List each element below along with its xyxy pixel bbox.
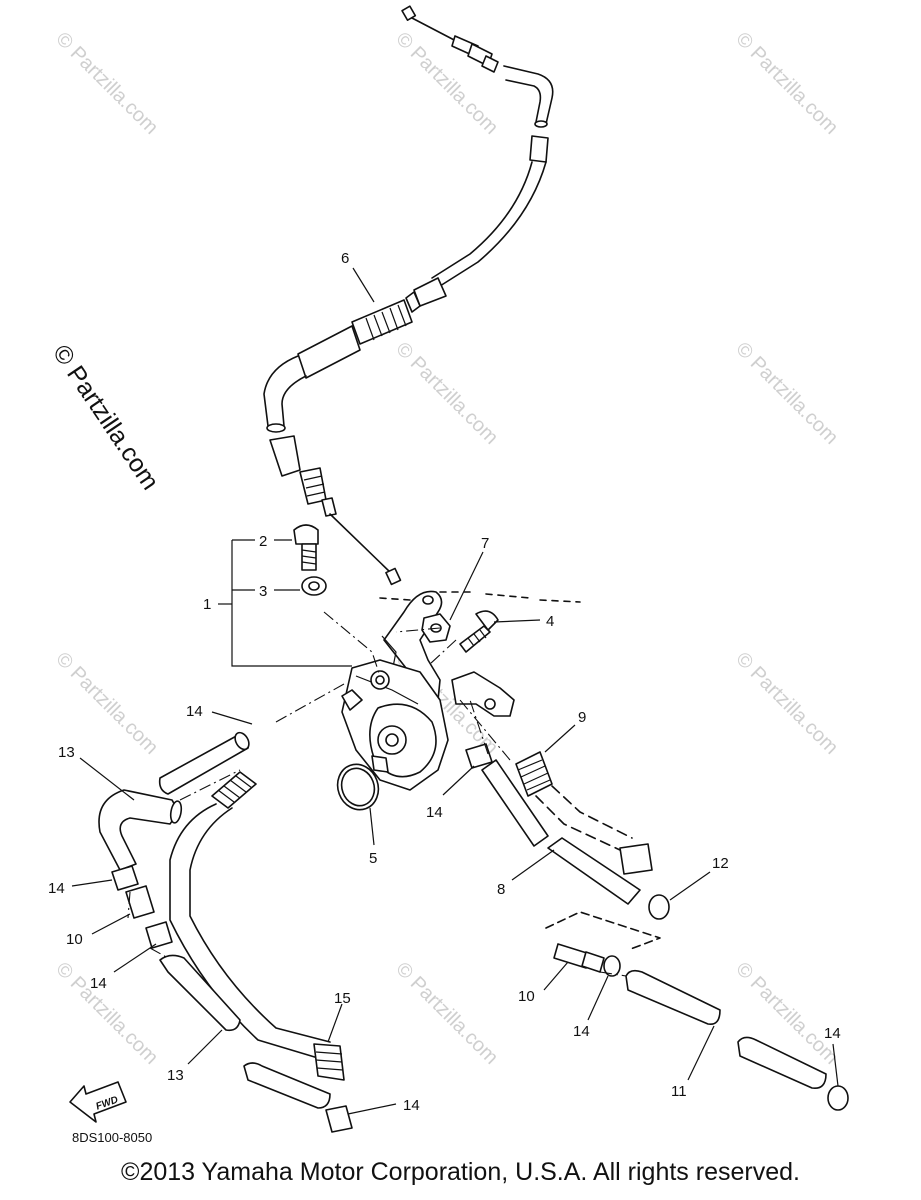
callout-14: 14 bbox=[186, 703, 203, 720]
watermark: © Partzilla.com bbox=[731, 648, 842, 759]
fuel-pump-assembly bbox=[341, 590, 581, 791]
watermark: © Partzilla.com bbox=[391, 338, 502, 449]
callout-6: 6 bbox=[341, 250, 349, 267]
callout-3: 3 bbox=[259, 583, 267, 600]
callout-2: 2 bbox=[259, 533, 267, 550]
leader-lines bbox=[71, 267, 839, 1115]
copyright-notice: ©2013 Yamaha Motor Corporation, U.S.A. A… bbox=[121, 1158, 800, 1186]
part-3-washer bbox=[301, 576, 327, 596]
watermark: © Partzilla.com bbox=[391, 28, 502, 139]
watermark: © Partzilla.com bbox=[391, 958, 502, 1069]
callout-1: 1 bbox=[203, 596, 211, 613]
watermark: © Partzilla.com bbox=[731, 28, 842, 139]
watermark: © Partzilla.com bbox=[51, 28, 162, 139]
watermark: © Partzilla.com bbox=[51, 958, 162, 1069]
part-5-o-ring bbox=[336, 763, 380, 811]
center-lines bbox=[127, 611, 627, 977]
callout-labels: 1 2 3 4 5 6 7 8 9 10 10 11 12 13 13 14 1… bbox=[48, 250, 841, 1114]
callout-15: 15 bbox=[334, 990, 351, 1007]
part-2-bolt bbox=[293, 524, 319, 571]
callout-9: 9 bbox=[578, 709, 586, 726]
callout-4: 4 bbox=[546, 613, 554, 630]
callout-14: 14 bbox=[48, 880, 65, 897]
callout-11: 11 bbox=[671, 1083, 687, 1100]
callout-7: 7 bbox=[481, 535, 489, 552]
watermark-large: © Partzilla.com bbox=[47, 340, 164, 495]
fwd-arrow: FWD bbox=[69, 1081, 127, 1123]
callout-14: 14 bbox=[90, 975, 107, 992]
part-code: 8DS100-8050 bbox=[72, 1130, 152, 1145]
watermark: © Partzilla.com bbox=[51, 648, 162, 759]
throttle-cable bbox=[263, 5, 554, 586]
part-4-screw bbox=[459, 610, 499, 653]
callout-12: 12 bbox=[712, 855, 729, 872]
hoses-right bbox=[465, 743, 849, 1111]
callout-5: 5 bbox=[369, 850, 377, 867]
hoses-left bbox=[98, 731, 353, 1133]
callout-14: 14 bbox=[824, 1025, 841, 1042]
callout-14: 14 bbox=[426, 804, 443, 821]
callout-14: 14 bbox=[573, 1023, 590, 1040]
callout-10: 10 bbox=[518, 988, 535, 1005]
callout-10: 10 bbox=[66, 931, 83, 948]
callout-13: 13 bbox=[167, 1067, 184, 1084]
callout-8: 8 bbox=[497, 881, 505, 898]
callout-13: 13 bbox=[58, 744, 75, 761]
callout-14: 14 bbox=[403, 1097, 420, 1114]
watermark: © Partzilla.com bbox=[731, 338, 842, 449]
